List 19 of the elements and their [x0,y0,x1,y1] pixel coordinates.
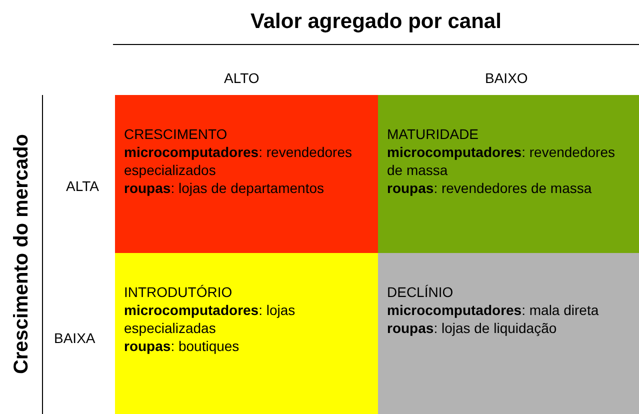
quadrant [378,95,639,253]
row-header: ALTA [66,178,99,194]
quadrant [378,253,639,414]
channel-text: roupas: revendedores de massa [387,179,593,197]
column-header: ALTO [224,70,260,86]
channel-text: microcomputadores: mala direta [387,301,600,319]
axis-title: Crescimento do mercado [10,134,34,374]
channel-text: roupas: lojas de departamentos [124,179,326,197]
channel-text: roupas: boutiques [124,337,240,355]
column-header: BAIXO [485,70,528,86]
stage-heading: INTRODUTÓRIO [124,283,234,301]
stage-heading: MATURIDADE [387,125,480,143]
quadrant [115,95,378,253]
stage-heading: CRESCIMENTO [124,125,228,143]
channel-text: roupas: lojas de liquidação [387,319,558,337]
quadrant [115,253,378,414]
stage-heading: DECLÍNIO [387,283,454,301]
chart-title: Valor agregado por canal [250,10,502,34]
row-header: BAIXA [54,330,96,346]
